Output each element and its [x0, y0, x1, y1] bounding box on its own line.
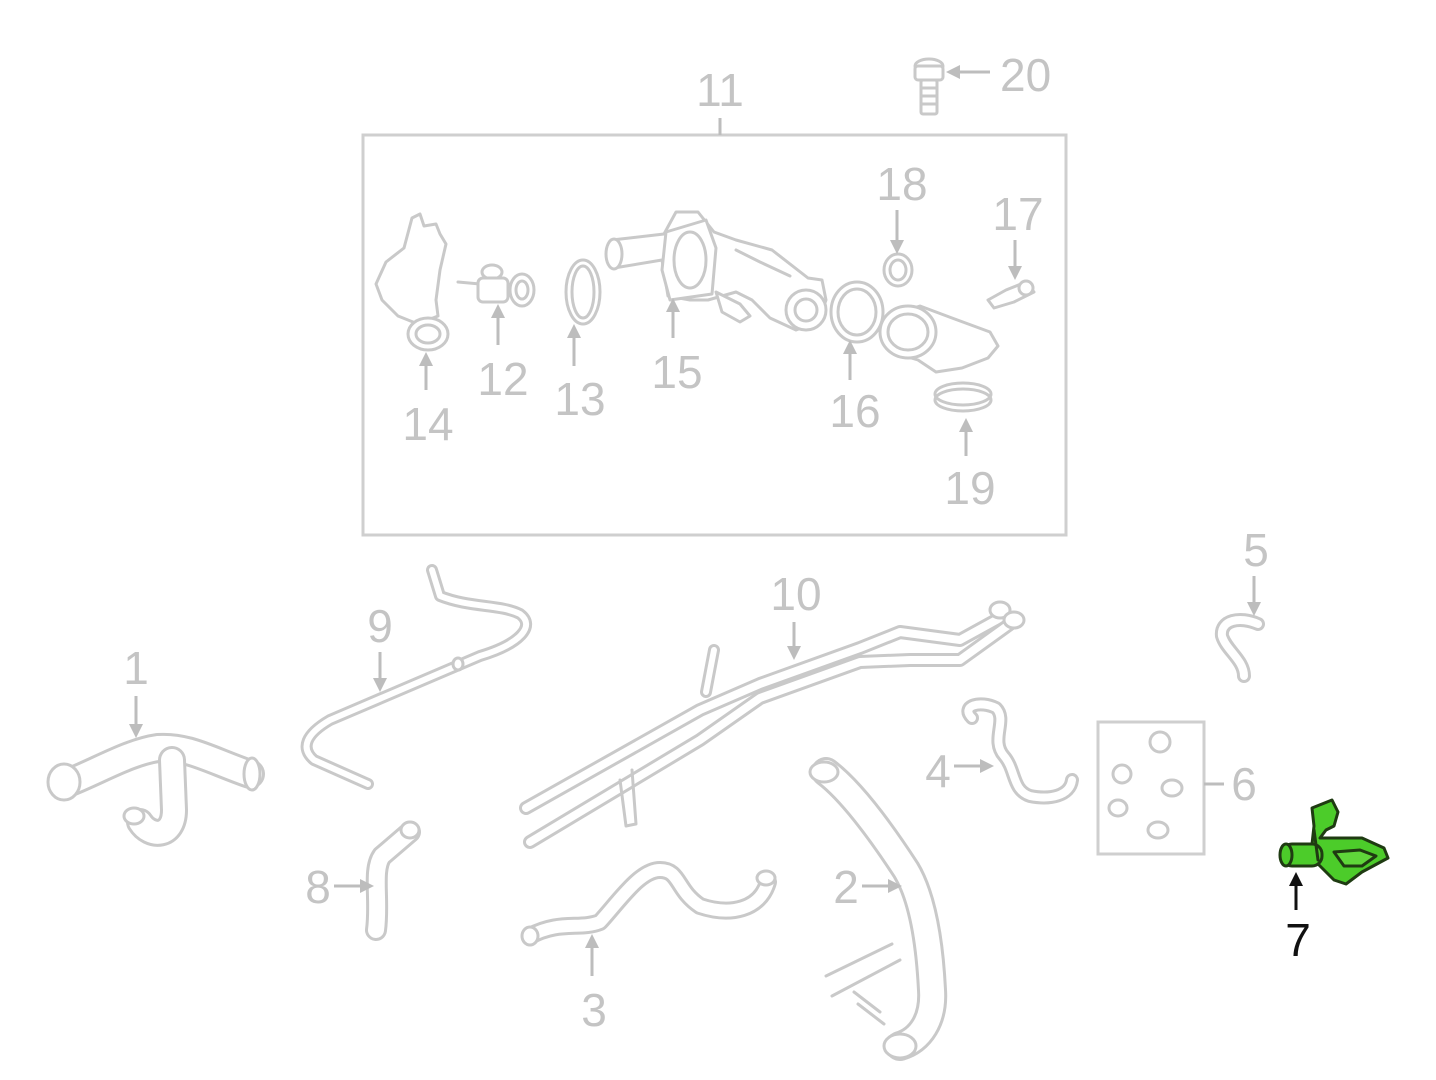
- callout-16: 16: [829, 385, 880, 437]
- part-1-hose[interactable]: [46, 732, 265, 847]
- callout-group-3: 3: [581, 934, 607, 1036]
- callout-group-6: 6: [1204, 758, 1257, 810]
- part-20-bolt[interactable]: [913, 57, 945, 116]
- part-11-outlet-pipe[interactable]: [878, 304, 1000, 374]
- callout-13: 13: [554, 373, 605, 425]
- part-5-hose[interactable]: [1215, 613, 1265, 683]
- callout-group-4: 4: [925, 745, 994, 797]
- part-17-temperature-sensor[interactable]: [986, 279, 1036, 310]
- callout-15: 15: [651, 346, 702, 398]
- callout-6: 6: [1231, 758, 1257, 810]
- part-2-hose[interactable]: [808, 757, 948, 1061]
- callout-3: 3: [581, 984, 607, 1036]
- part-10-coolant-pipe[interactable]: [519, 600, 1026, 849]
- part-4-hose[interactable]: [961, 697, 1079, 805]
- callout-2: 2: [833, 861, 859, 913]
- callout-group-14: 14: [402, 352, 454, 450]
- callout-4: 4: [925, 745, 951, 797]
- part-12-thermostat[interactable]: [456, 263, 536, 308]
- callout-group-9: 9: [367, 600, 393, 692]
- callout-group-15: 15: [651, 298, 703, 398]
- callout-group-17: 17: [992, 188, 1044, 280]
- callout-group-13: 13: [554, 324, 606, 425]
- part-16-gasket[interactable]: [829, 280, 885, 344]
- part-19-seal[interactable]: [933, 381, 993, 413]
- callout-group-2: 2: [833, 861, 902, 913]
- callout-7: 7: [1285, 914, 1311, 966]
- callout-17: 17: [992, 188, 1043, 240]
- callout-12: 12: [477, 353, 528, 405]
- callout-19: 19: [944, 462, 995, 514]
- part-9-pipe[interactable]: [300, 564, 532, 790]
- callout-group-8: 8: [305, 861, 374, 913]
- callout-14: 14: [402, 398, 453, 450]
- part-18-o-ring[interactable]: [882, 252, 914, 288]
- part-15-thermostat-housing[interactable]: [604, 210, 828, 332]
- part-7-bypass-hose-highlighted[interactable]: [1278, 798, 1390, 886]
- callout-1: 1: [123, 642, 149, 694]
- callout-10: 10: [770, 568, 821, 620]
- callout-group-19: 19: [944, 418, 996, 514]
- callout-5: 5: [1243, 524, 1269, 576]
- part-3-hose[interactable]: [520, 861, 777, 947]
- callout-11: 11: [696, 64, 744, 116]
- callout-group-16: 16: [829, 340, 881, 437]
- callout-group-7: 7: [1285, 872, 1311, 966]
- callout-group-12: 12: [477, 304, 529, 405]
- callout-group-20: 20: [946, 49, 1051, 101]
- callout-8: 8: [305, 861, 331, 913]
- callout-9: 9: [367, 600, 393, 652]
- callout-group-18: 18: [876, 158, 928, 254]
- callout-group-5: 5: [1243, 524, 1269, 616]
- callout-group-1: 1: [123, 642, 149, 738]
- thermostat-housing-assembly-group[interactable]: 11: [361, 64, 1068, 537]
- callout-18: 18: [876, 158, 927, 210]
- group-box-11: [361, 133, 1068, 537]
- part-14-water-outlet[interactable]: [374, 212, 450, 352]
- callout-group-10: 10: [770, 568, 822, 660]
- callout-20: 20: [1000, 49, 1051, 101]
- part-13-gasket[interactable]: [564, 258, 602, 326]
- part-8-hose[interactable]: [365, 820, 421, 941]
- part-6-clamp-kit[interactable]: [1096, 720, 1206, 856]
